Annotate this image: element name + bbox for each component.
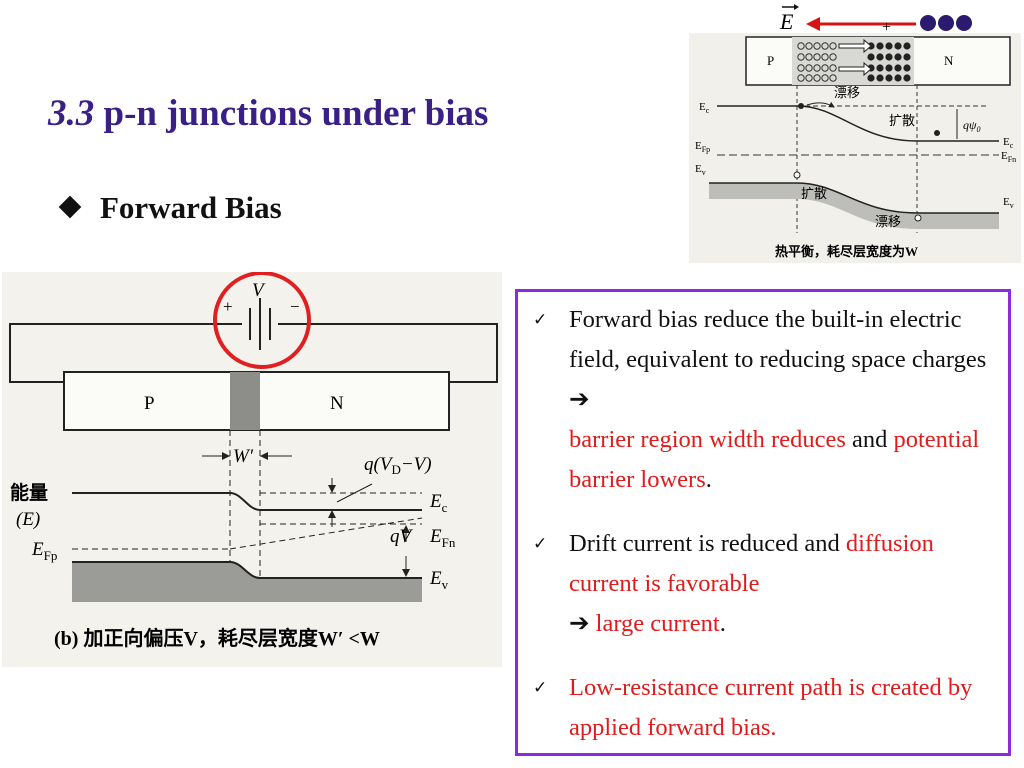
- p1-red-1: barrier region width reduces: [569, 426, 846, 453]
- forward-bias-diagram: + V − P N W′ q(VD−V) Ec qV EFn Ev 能量 (E)…: [2, 272, 502, 667]
- diamond-bullet-icon: [58, 195, 82, 219]
- svg-text:EFn: EFn: [1001, 150, 1016, 164]
- field-label: E: [779, 9, 794, 34]
- p2-text-a: Drift current is reduced and: [569, 530, 846, 557]
- right-ec-right-sub: c: [1010, 141, 1014, 150]
- p2-red-1: diffusion current is favorable: [569, 530, 934, 597]
- battery-v: V: [252, 280, 266, 301]
- equilibrium-band-diagram: P N 漂移 扩散 扩散 漂移 Ec EFp Ev Ec EFn Ev qψ0 …: [689, 33, 1021, 263]
- energy-label: 能量: [10, 481, 48, 504]
- slide-title: 3.3 p-n junctions under bias: [48, 92, 488, 135]
- right-ec-left-sub: c: [706, 106, 710, 115]
- right-ev-left-sub: v: [702, 168, 706, 177]
- p1-text-a: Forward bias reduce the built-in electri…: [569, 306, 987, 373]
- left-qv: qV: [390, 526, 414, 547]
- svg-text:Ev: Ev: [429, 568, 449, 592]
- field-plus: +: [882, 19, 891, 36]
- title-text: p-n junctions under bias: [103, 93, 489, 134]
- svg-text:EFn: EFn: [429, 526, 456, 550]
- right-efp-sub: Fp: [702, 145, 710, 154]
- energy-sym: (E): [16, 509, 40, 530]
- svg-text:Ec: Ec: [699, 101, 710, 115]
- title-number: 3.3: [48, 93, 95, 134]
- svg-text:q(VD−V): q(VD−V): [364, 454, 432, 477]
- battery-highlight-circle: [213, 272, 311, 369]
- right-ec-left: E: [699, 101, 706, 113]
- right-diff-top: 扩散: [889, 113, 915, 128]
- p1-end: .: [705, 466, 712, 493]
- right-efn-sub: Fn: [1008, 155, 1016, 164]
- svg-text:qψ0: qψ0: [963, 118, 980, 134]
- point-2-text: Drift current is reduced and diffusion c…: [569, 524, 1009, 644]
- p1-red-2: potential barrier lowers: [569, 426, 980, 493]
- right-ev-left: E: [695, 163, 702, 175]
- svg-text:Ev: Ev: [695, 163, 706, 177]
- check-icon: ✓: [533, 310, 548, 330]
- p2-red-2: large current: [595, 610, 720, 637]
- p1-arrow-icon: ➔: [569, 386, 590, 413]
- left-efn: E: [429, 526, 442, 547]
- right-drift-bottom: 漂移: [875, 214, 901, 229]
- right-ec-right: E: [1003, 136, 1010, 148]
- check-icon: ✓: [533, 678, 548, 698]
- battery-minus: −: [290, 297, 300, 316]
- left-efp-sub: Fp: [44, 548, 58, 563]
- right-qphi: qψ: [963, 118, 977, 132]
- battery-plus: +: [223, 297, 233, 316]
- right-efn: E: [1001, 150, 1008, 162]
- qvdv-sub: D: [391, 462, 400, 477]
- p2-end: .: [719, 610, 726, 637]
- left-efn-sub: Fn: [442, 535, 456, 550]
- right-drift-top: 漂移: [834, 85, 860, 100]
- right-efp: E: [695, 140, 702, 152]
- left-caption: (b) 加正向偏压V，耗尽层宽度W′ <W: [54, 626, 380, 650]
- left-n-label: N: [330, 393, 344, 414]
- electric-field-arrow: E +: [779, 4, 972, 36]
- svg-text:EFp: EFp: [31, 539, 57, 563]
- right-diff-bottom: 扩散: [801, 186, 827, 201]
- bullet-heading-text: Forward Bias: [100, 190, 282, 225]
- qvdv-a: q(V: [364, 454, 394, 475]
- svg-text:Ev: Ev: [1003, 196, 1014, 210]
- p2-arrow-icon: ➔: [569, 610, 596, 637]
- left-ec-sub: c: [442, 500, 448, 515]
- qvdv-c: −V): [401, 454, 432, 475]
- point-1-text: Forward bias reduce the built-in electri…: [569, 300, 1009, 500]
- right-caption: 热平衡，耗尽层宽度为W: [775, 244, 918, 259]
- right-n-label: N: [944, 53, 954, 68]
- left-efp: E: [31, 539, 44, 560]
- svg-text:Ec: Ec: [429, 491, 448, 515]
- check-icon: ✓: [533, 534, 548, 554]
- explanation-box: ✓ Forward bias reduce the built-in elect…: [515, 289, 1011, 756]
- right-qphi-sub: 0: [976, 125, 980, 134]
- p1-and: and: [845, 426, 894, 453]
- point-3-text: Low-resistance current path is created b…: [569, 674, 973, 741]
- left-ev: E: [429, 568, 442, 589]
- svg-text:Ec: Ec: [1003, 136, 1014, 150]
- right-p-label: P: [767, 53, 774, 68]
- right-ev-right-sub: v: [1010, 201, 1014, 210]
- left-ec: E: [429, 491, 442, 512]
- bullet-heading: Forward Bias: [58, 190, 282, 226]
- width-label: W′: [233, 446, 254, 467]
- left-ev-sub: v: [442, 577, 449, 592]
- left-p-label: P: [144, 393, 155, 414]
- right-ev-right: E: [1003, 196, 1010, 208]
- svg-text:EFp: EFp: [695, 140, 710, 154]
